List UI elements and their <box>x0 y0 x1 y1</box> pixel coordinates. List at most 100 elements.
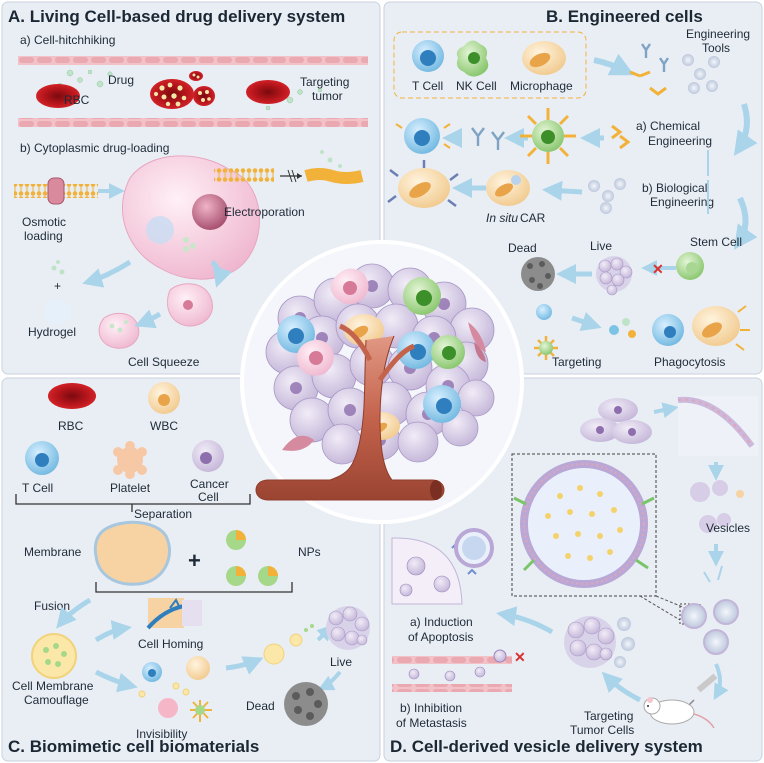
car-label: CAR <box>520 211 546 225</box>
apoptosis-label-2: of Apoptosis <box>408 630 473 644</box>
engineering-tools-label-1: Engineering <box>686 27 750 41</box>
camouflage-label-1: Cell Membrane <box>12 679 94 693</box>
osmotic-channel <box>47 177 65 205</box>
metastasis-vessel-top <box>392 656 512 664</box>
chemical-engineering-label-2: Engineering <box>648 134 712 148</box>
invisibility-label: Invisibility <box>136 727 187 741</box>
invisibility-cells <box>138 656 212 722</box>
biological-engineering-label-1: b) Biological <box>642 181 707 195</box>
vesicle-cargo <box>545 485 623 561</box>
panel-a: A. Living Cell-based drug delivery syste… <box>8 7 368 369</box>
immune-cells-box <box>393 31 587 99</box>
escaping-tumor-cell <box>493 649 507 663</box>
vessel-wall-bottom <box>18 118 368 127</box>
live-tumor-cluster-b <box>596 256 633 296</box>
release-marks <box>703 565 723 583</box>
vessel-wall-top <box>18 56 368 65</box>
biological-engineering-label-2: Engineering <box>650 195 714 209</box>
dead-label-c: Dead <box>246 699 275 713</box>
panel-d: Vesicles <box>390 396 758 756</box>
panel-b-title: B. Engineered cells <box>546 7 703 26</box>
mouse-icon <box>643 697 715 729</box>
center-tumor <box>240 240 524 524</box>
membrane-label: Membrane <box>24 545 82 559</box>
osmotic-label-2: loading <box>24 229 63 243</box>
t-cell-label: T Cell <box>412 79 443 93</box>
blocked-x: ✕ <box>652 261 664 277</box>
drug-loaded-rbc-group <box>150 71 215 109</box>
metastasis-label-1: b) Inhibition <box>400 701 462 715</box>
cell-homing-label: Cell Homing <box>138 637 203 651</box>
plus-sign-a: + <box>54 279 61 293</box>
membrane-blebbing <box>677 396 758 456</box>
center-fibroblast-2 <box>468 322 486 352</box>
dead-label-b: Dead <box>508 241 537 255</box>
camouflage-label-2: Camouflage <box>24 693 89 707</box>
membrane-electroporation-right <box>304 168 364 184</box>
c-wbc-label: WBC <box>150 419 178 433</box>
c-rbc <box>48 383 96 409</box>
cell-squeeze-label: Cell Squeeze <box>128 355 200 369</box>
panel-a-title: A. Living Cell-based drug delivery syste… <box>8 7 345 26</box>
targeting-t-cell <box>536 304 552 320</box>
targeting-label-b: Targeting <box>552 355 601 369</box>
viral-vectors <box>588 178 626 214</box>
phagocytosis-cells <box>609 305 750 351</box>
cell-vacuole <box>146 216 174 244</box>
targeting-tumor-label-1: Targeting <box>300 75 349 89</box>
chemical-engineering-label-1: a) Chemical <box>636 119 700 133</box>
phagocytosis-label: Phagocytosis <box>654 355 725 369</box>
budding-vesicles <box>690 480 744 533</box>
osmotic-label-1: Osmotic <box>22 215 66 229</box>
drug-label: Drug <box>108 73 134 87</box>
targeting-tumor-cells-label-1: Targeting <box>584 709 633 723</box>
macrophage-label: Microphage <box>510 79 573 93</box>
metastasis-label-2: of Metastasis <box>396 716 467 730</box>
vessel-opening <box>430 480 442 500</box>
separation-bracket <box>15 494 251 505</box>
dead-tumor-cluster-b <box>521 257 555 291</box>
nanoparticles <box>226 530 278 586</box>
engineered-nk-cell <box>520 108 576 164</box>
plus-sign-c: + <box>188 548 201 573</box>
chemical-linkers <box>611 124 631 150</box>
targeting-nps-c <box>263 624 314 665</box>
panel-c-title: C. Biomimetic cell biomaterials <box>8 737 259 756</box>
vesicle-zoom-box <box>511 453 657 597</box>
membrane-sheet <box>93 520 171 586</box>
cell-nucleus <box>192 194 228 230</box>
cell-homing-icon <box>146 598 202 630</box>
apoptosis-label-1: a) Induction <box>410 615 473 629</box>
separation-label: Separation <box>134 507 192 521</box>
metastasis-vessel-bottom <box>392 684 512 692</box>
live-label-c: Live <box>330 655 352 669</box>
blood-vessel <box>255 323 445 501</box>
car-macrophage <box>387 160 459 208</box>
membrane-electroporation-left <box>214 168 274 182</box>
c-platelet-label: Platelet <box>110 481 151 495</box>
camouflage-np <box>31 633 77 679</box>
panel-c: RBC WBC T Cell Platelet Cancer Cell Sepa… <box>8 382 370 756</box>
targeting-tumor-label-2: tumor <box>312 89 343 103</box>
dead-tumor-cluster-c <box>284 682 328 726</box>
source-cells <box>580 398 652 444</box>
fusion-bracket <box>95 582 293 593</box>
live-tumor-cluster-c <box>326 606 370 650</box>
center-fibroblast-1 <box>282 435 314 451</box>
rbc-cell <box>36 84 80 108</box>
isolated-vesicles <box>681 599 739 655</box>
tumor-cluster-d <box>564 616 635 668</box>
c-rbc-label: RBC <box>58 419 84 433</box>
c-cancer-label-1: Cancer <box>190 477 229 491</box>
panel-b: B. Engineered cells T Cell NK Cell Micro… <box>387 7 758 369</box>
live-label-b: Live <box>590 239 612 253</box>
rbc-targeting <box>246 80 290 104</box>
vesicle-proteins <box>513 496 655 572</box>
rbc-label: RBC <box>64 93 90 107</box>
metastasis-blocked-x: ✕ <box>514 649 526 665</box>
loaded-cell <box>121 155 261 280</box>
vesicles-label: Vesicles <box>706 521 750 535</box>
stem-cell-label: Stem Cell <box>690 235 742 249</box>
